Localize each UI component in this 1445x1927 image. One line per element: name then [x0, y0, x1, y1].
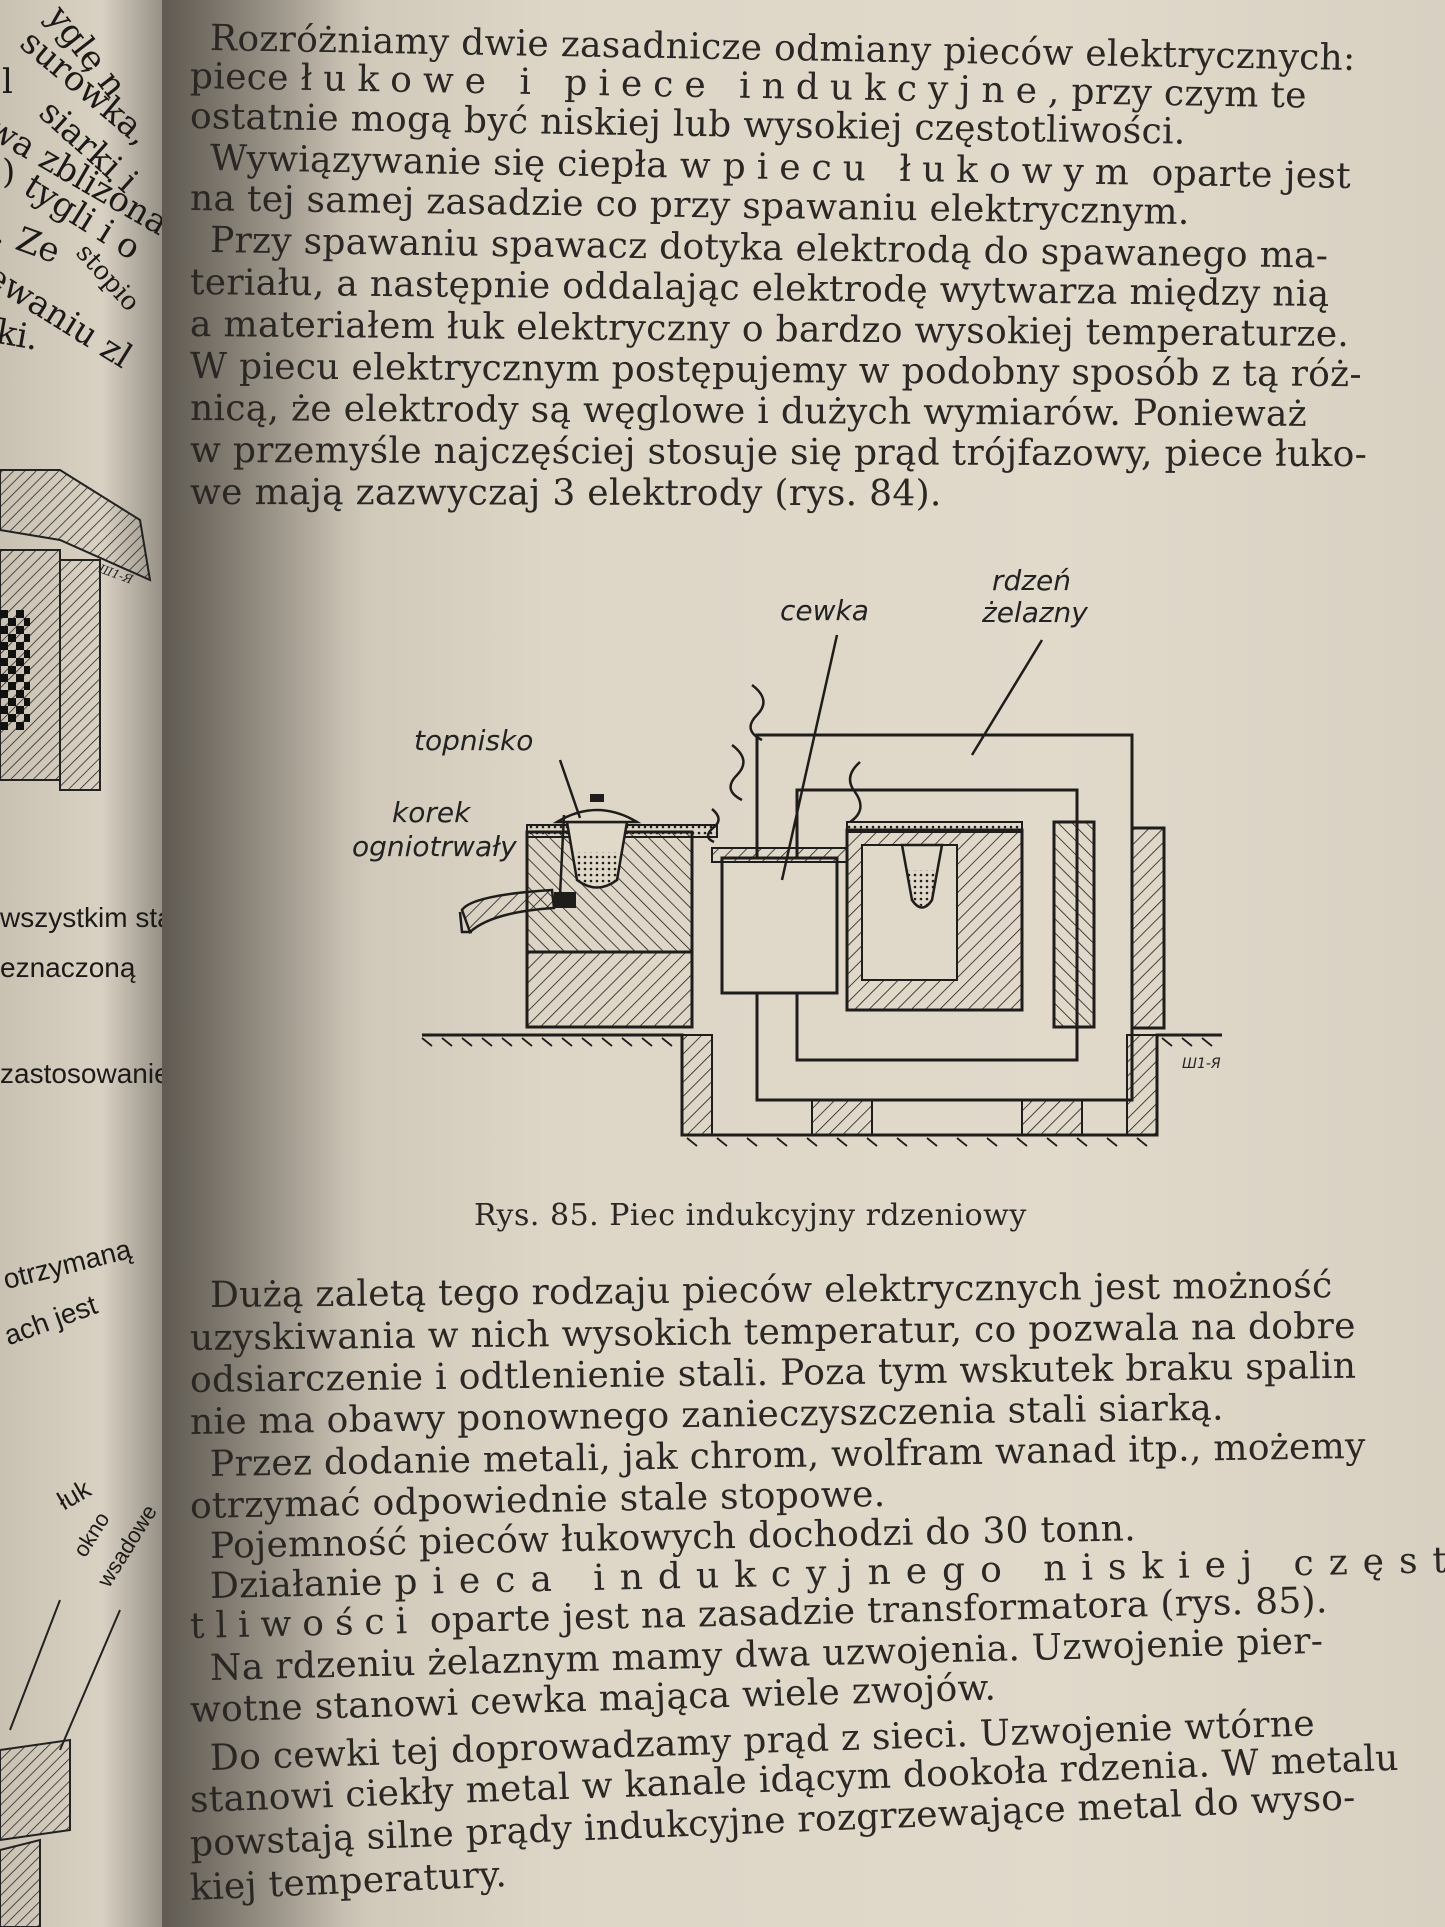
label-rdzen-line2: żelazny: [981, 596, 1088, 629]
left-fragment: wszystkim sta: [0, 902, 170, 933]
left-fragment: otrzymaną: [0, 1233, 135, 1296]
text-line: w przemyśle najczęściej stosuje się prąd…: [189, 430, 1368, 476]
label-korek-line2: ogniotrwały: [352, 830, 517, 863]
left-fragment: ki.: [0, 312, 42, 359]
left-fragment: l: [2, 62, 13, 102]
label-korek-line1: korek: [392, 796, 472, 829]
coil: [720, 856, 839, 995]
left-furnace-drawing: Ш1-Я: [0, 469, 152, 791]
label-cewka: cewka: [780, 594, 869, 627]
pouring-spout: [460, 888, 556, 935]
text-line: we mają zazwyczaj 3 elektrody (rys. 84).: [189, 472, 942, 515]
figure-mark: Ш1-Я: [1182, 1056, 1221, 1072]
text-line: W piecu elektrycznym postępujemy w podob…: [189, 346, 1363, 396]
ground-line: [422, 1033, 1222, 1137]
coil-leads: [729, 684, 765, 802]
label-topnisko: topnisko: [414, 724, 533, 757]
left-facing-page: ygle n surówka, l siarki i wa zbliżona )…: [0, 0, 170, 1927]
left-fragment: ): [2, 152, 16, 192]
emphasized-text: tliwości: [189, 1600, 419, 1647]
furnace-lid: [552, 808, 642, 824]
induction-furnace-figure: cewka rdzeń żelazny topnisko korek ognio…: [352, 564, 1222, 1147]
text-line: nicą, że elektrody są węglowe i dużych w…: [189, 388, 1308, 435]
book-page: Rozróżniamy dwie zasadnicze odmiany piec…: [162, 0, 1445, 1927]
left-fragment: eznaczoną: [0, 952, 136, 983]
label-rdzen-line1: rdzeń: [992, 564, 1071, 597]
left-arc-furnace-drawing: [0, 1599, 121, 1927]
left-fragment: zastosowanie: [0, 1058, 170, 1089]
coil-top-plate: [711, 847, 848, 863]
refractory-plug: [554, 892, 576, 908]
figure-caption: Rys. 85. Piec indukcyjny rdzeniowy: [474, 1198, 1027, 1233]
left-fragment: ach jest: [0, 1288, 102, 1352]
left-fragment: łuk: [52, 1473, 96, 1516]
